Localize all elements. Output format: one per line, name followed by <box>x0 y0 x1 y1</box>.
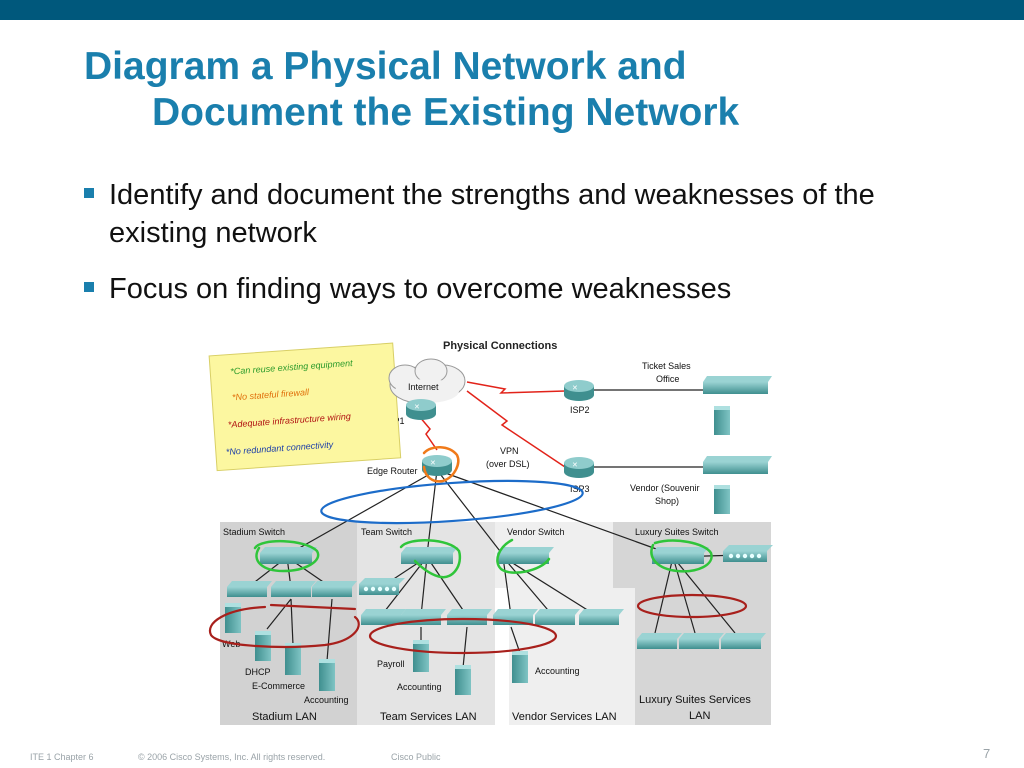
bullet-item: Identify and document the strengths and … <box>84 176 944 252</box>
luxury-switch-icon <box>652 547 709 564</box>
network-diagram: Physical Connections <box>208 340 773 725</box>
router-isp2-icon: ✕ <box>564 380 594 401</box>
blue-annotation-ellipse <box>320 479 584 525</box>
edge-router-label: Edge Router <box>367 466 418 476</box>
stadium-switch-icon <box>260 547 317 564</box>
footer-classification: Cisco Public <box>391 752 441 762</box>
accounting-server-label: Accounting <box>304 695 349 705</box>
title-line-2: Document the Existing Network <box>152 91 740 134</box>
vendor-shop-label-2: Shop) <box>655 496 679 506</box>
green-annotation <box>650 539 713 573</box>
vendor-shop-server-icon <box>714 485 730 514</box>
bullet-item: Focus on finding ways to overcome weakne… <box>84 270 944 308</box>
vpn-label: VPN <box>500 446 519 456</box>
vendor-shop-switch-icon <box>703 456 772 474</box>
payroll-server-label: Payroll <box>377 659 405 669</box>
vendor-switch-icon <box>497 547 554 564</box>
vendor-switch-label: Vendor Switch <box>507 527 565 537</box>
darkred-annotation-ellipse <box>636 593 748 619</box>
luxury-lan-label: Luxury Suites Services <box>639 694 751 706</box>
darkred-annotation <box>269 603 357 611</box>
team-switch-icon <box>401 547 458 564</box>
isp2-label: ISP2 <box>570 405 590 415</box>
footer-course: ITE 1 Chapter 6 <box>30 752 94 762</box>
svg-text:✕: ✕ <box>414 404 420 411</box>
top-bar <box>0 0 1024 20</box>
green-annotation <box>496 538 551 574</box>
sticky-note: *Can reuse existing equipment *No statef… <box>208 342 402 472</box>
team-lan-label: Team Services LAN <box>380 711 477 723</box>
vendor-shop-label: Vendor (Souvenir <box>630 483 700 493</box>
orange-annotation <box>422 446 460 483</box>
stadium-lan-label: Stadium LAN <box>252 711 317 723</box>
ecommerce-server-label: E-Commerce <box>252 681 305 691</box>
darkred-annotation <box>208 605 360 648</box>
luxury-lan-label-2: LAN <box>689 710 710 722</box>
slide-title: Diagram a Physical Network and Document … <box>84 44 739 136</box>
wan-links <box>418 381 566 468</box>
servers <box>225 603 528 695</box>
internet-cloud: Internet <box>388 358 466 404</box>
svg-text:✕: ✕ <box>572 462 578 469</box>
luxury-switch-label: Luxury Suites Switch <box>635 527 719 537</box>
vendor-lan-label: Vendor Services LAN <box>512 711 617 723</box>
svg-text:✕: ✕ <box>572 385 578 392</box>
footer-copyright: © 2006 Cisco Systems, Inc. All rights re… <box>138 752 326 762</box>
accounting-server-label: Accounting <box>397 682 442 692</box>
diagram-title: Physical Connections <box>443 340 557 352</box>
team-switch-label: Team Switch <box>361 527 412 537</box>
darkred-annotation-ellipse <box>368 617 558 655</box>
luxury-hub-icon <box>723 545 773 562</box>
router-edge-icon: ✕ <box>422 455 452 476</box>
internet-label: Internet <box>408 382 439 392</box>
ticket-office-server-icon <box>714 406 730 435</box>
router-isp3-icon: ✕ <box>564 457 594 478</box>
ticket-sales-label-2: Office <box>656 374 679 384</box>
svg-text:✕: ✕ <box>430 460 436 467</box>
title-line-1: Diagram a Physical Network and <box>84 45 687 88</box>
router-isp1-icon: ✕ <box>406 399 436 420</box>
handdrawn-annotations <box>208 446 748 655</box>
green-annotation <box>253 539 320 573</box>
team-hub-icon <box>359 578 405 595</box>
dhcp-server-label: DHCP <box>245 667 271 677</box>
ticket-sales-label: Ticket Sales <box>642 361 691 371</box>
vpn-sub-label: (over DSL) <box>486 459 530 469</box>
accounting-server-label: Accounting <box>535 666 580 676</box>
stadium-switch-label: Stadium Switch <box>223 527 285 537</box>
ticket-office-switch-icon <box>703 376 772 394</box>
page-number: 7 <box>983 746 991 761</box>
green-annotation <box>399 539 462 579</box>
bullet-list: Identify and document the strengths and … <box>84 176 944 326</box>
